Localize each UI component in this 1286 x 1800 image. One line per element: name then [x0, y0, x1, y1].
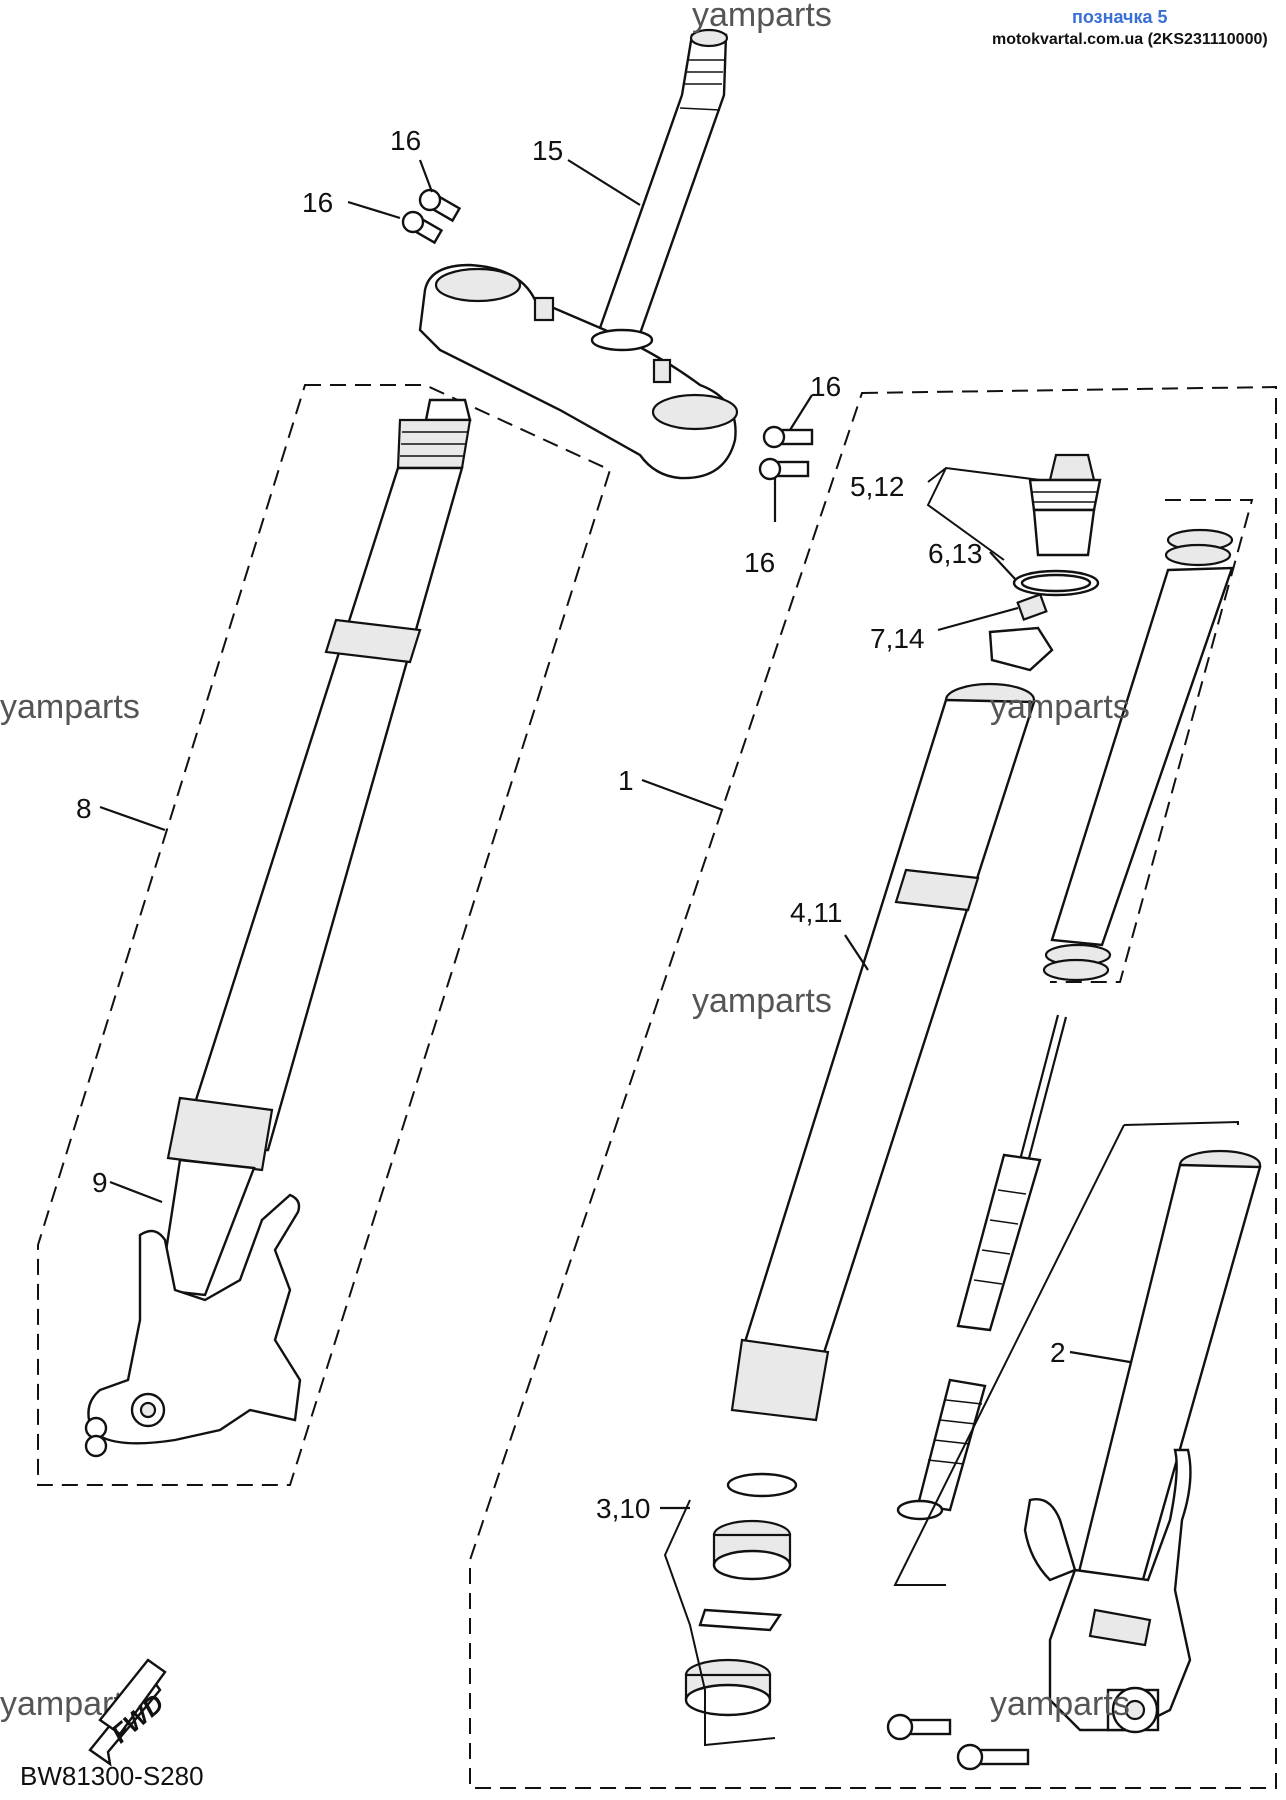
leader-16c [789, 394, 813, 431]
bolt-16-upper-b [401, 210, 444, 245]
fork-spring [1042, 499, 1254, 983]
right-assembly-boundary [469, 385, 1277, 1789]
fork-cap-bolt [1028, 453, 1102, 557]
diagram-code: BW81300-S280 [20, 1761, 204, 1791]
left-fork-assembly [84, 398, 472, 1458]
leader-1 [641, 778, 724, 812]
damper-rod [893, 1014, 1239, 1586]
seals-3-10 [663, 1472, 798, 1747]
leader-15 [567, 159, 641, 206]
label-16-b: 16 [302, 187, 333, 218]
bolt-16-upper-a [418, 188, 462, 223]
label-16-a: 16 [390, 125, 421, 156]
label-6-13: 6,13 [928, 538, 983, 569]
bolt-16-lower-b [758, 457, 810, 481]
label-8: 8 [76, 793, 92, 824]
label-1: 1 [618, 765, 634, 796]
watermark-left: yamparts [0, 688, 140, 726]
label-16-c: 16 [810, 371, 841, 402]
header-title: позначка 5 [1072, 7, 1168, 27]
left-assembly-boundary [37, 384, 612, 1486]
label-9: 9 [92, 1167, 108, 1198]
label-4-11: 4,11 [790, 897, 842, 928]
leader-6-13 [989, 551, 1017, 581]
label-3-10: 3,10 [596, 1493, 651, 1524]
watermark-right-mid: yamparts [990, 688, 1130, 726]
leader-7-14 [937, 606, 1019, 632]
leader-9 [109, 1180, 163, 1204]
outer-tube-4-11 [730, 682, 1036, 1422]
o-ring [1012, 569, 1100, 597]
leader-5-12 [926, 466, 1041, 561]
leader-8 [99, 805, 166, 832]
leader-16a [418, 159, 434, 193]
label-15: 15 [532, 135, 563, 166]
right-axle-bracket [886, 1448, 1192, 1771]
watermark-bottom-right: yamparts [990, 1685, 1130, 1723]
leader-4-11 [844, 934, 869, 971]
bolt-16-lower-a [762, 425, 814, 449]
header-subtitle: motokvartal.com.ua (2KS231110000) [992, 31, 1268, 48]
watermark-top: yamparts [692, 0, 832, 34]
label-7-14: 7,14 [870, 623, 925, 654]
label-5-12: 5,12 [850, 471, 905, 502]
leader-2 [1069, 1350, 1131, 1364]
locknut-and-collar [988, 593, 1054, 672]
lower-bracket [418, 263, 739, 480]
label-16-d: 16 [744, 547, 775, 578]
label-2: 2 [1050, 1337, 1066, 1368]
watermark-center: yamparts [692, 982, 832, 1020]
leader-16b [347, 200, 401, 220]
